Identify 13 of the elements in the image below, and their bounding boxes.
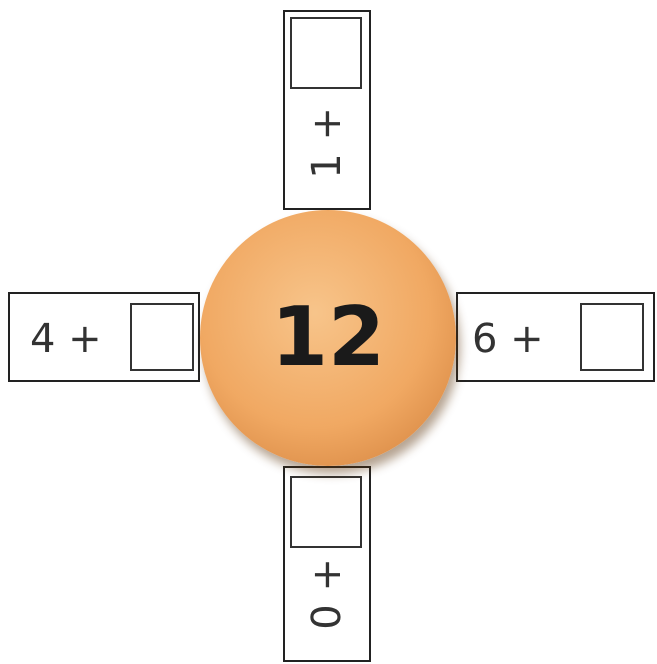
- addition-strip: [456, 292, 655, 382]
- answer-box: [290, 17, 362, 89]
- addition-strip: [283, 466, 371, 662]
- addend-text: 6 +: [472, 319, 544, 359]
- addition-strip: [8, 292, 200, 382]
- answer-box: [290, 476, 362, 548]
- addend-text: 4 +: [30, 319, 102, 359]
- addend-text: 1 +: [307, 107, 347, 179]
- target-number: 12: [270, 297, 386, 379]
- answer-box: [130, 303, 194, 371]
- answer-box: [580, 303, 644, 371]
- addend-text: 0 +: [307, 558, 347, 630]
- addition-strip: [283, 10, 371, 210]
